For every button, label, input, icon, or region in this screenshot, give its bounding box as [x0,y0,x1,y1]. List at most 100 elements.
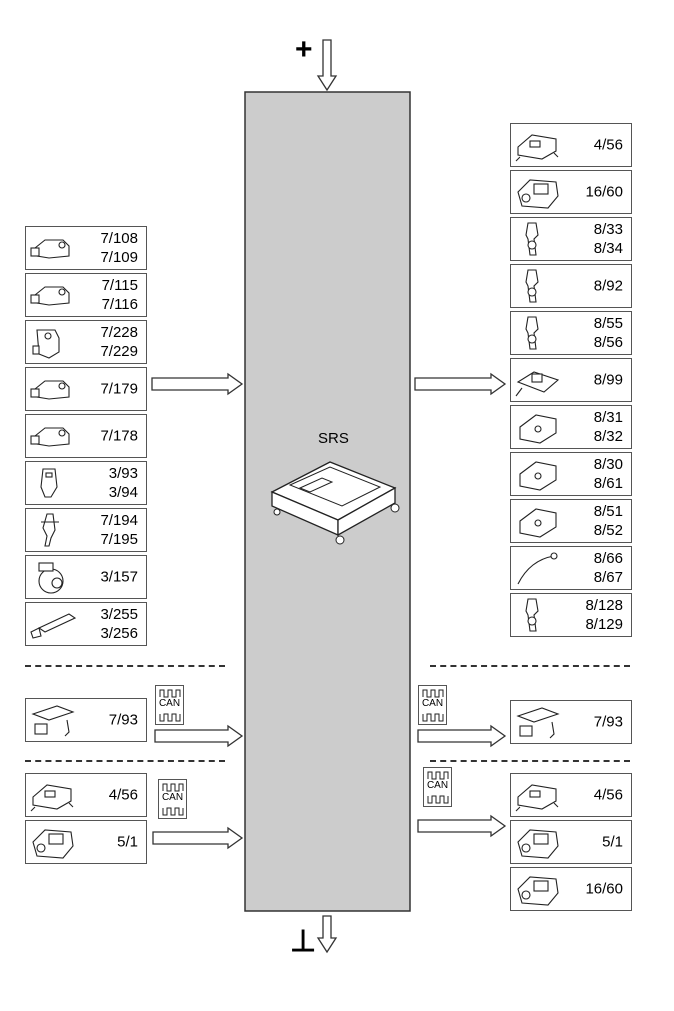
board-icon [31,705,75,737]
input-component-box: 3/157 [25,555,147,599]
ecu-icon [32,829,74,859]
component-ref-label: 3/93 3/94 [108,465,138,501]
pretensioner-icon [525,222,539,256]
can-bus-icon: CAN [423,767,452,807]
connector-strip-icon [30,613,77,639]
component-ref-label: 7/108 7/109 [100,230,138,266]
can-input-arrow-b [152,826,244,850]
sensor-icon [30,427,70,447]
component-ref-label: 8/31 8/32 [593,409,623,445]
airbag-icon [519,461,557,491]
can-output-arrow-b [417,814,507,838]
component-ref-label: 7/228 7/229 [100,324,138,360]
input-component-box: 7/115 7/116 [25,273,147,317]
component-ref-label: 16/60 [585,183,623,201]
can-label: CAN [158,698,181,709]
component-ref-label: 4/56 [593,786,623,804]
output-component-box: 8/99 [510,358,632,402]
can-signal-icon [427,771,449,804]
component-ref-label: 7/115 7/116 [101,277,138,313]
output-arrow [414,372,507,396]
input-component-box: 7/228 7/229 [25,320,147,364]
buckle-icon [40,468,58,498]
component-ref-label: 8/128 8/129 [585,597,623,633]
input-component-box: 7/108 7/109 [25,226,147,270]
input-component-box: 3/255 3/256 [25,602,147,646]
positive-supply-symbol: + [295,33,313,66]
power-supply-arrow [316,39,338,92]
board-icon [516,707,560,739]
section-divider [25,665,225,667]
output-component-box: 8/51 8/52 [510,499,632,543]
component-ref-label: 8/30 8/61 [593,456,623,492]
ecu-icon [517,179,559,209]
srs-module-icon [270,461,400,545]
can-input-box: 7/93 [25,698,147,742]
sensor-bracket-icon [32,329,60,359]
airbag-icon [519,414,557,444]
output-component-box: 8/31 8/32 [510,405,632,449]
component-ref-label: 8/99 [593,371,623,389]
cable-icon [517,552,558,585]
can-bus-icon: CAN [155,685,184,725]
sensor-icon [30,239,70,259]
can-signal-icon [162,783,184,816]
input-arrow [151,372,244,396]
can-label: CAN [426,780,449,791]
component-ref-label: 8/33 8/34 [593,221,623,257]
component-ref-label: 8/66 8/67 [593,550,623,586]
can-bus-icon: CAN [418,685,447,725]
section-divider [430,665,630,667]
can-signal-icon [422,689,444,722]
buckle-switch-icon [41,513,59,547]
component-ref-label: 8/51 8/52 [593,503,623,539]
airbag-icon [519,508,557,538]
component-ref-label: 3/157 [100,568,138,586]
pretensioner-icon [525,269,539,303]
component-ref-label: 7/194 7/195 [100,512,138,548]
input-component-box: 7/194 7/195 [25,508,147,552]
output-component-box: 8/66 8/67 [510,546,632,590]
can-input-arrow-a [154,724,244,748]
input-component-box: 7/179 [25,367,147,411]
sensor-icon [30,380,70,400]
srs-title: SRS [318,430,349,447]
can-output-box: 4/56 [510,773,632,817]
ground-arrow [316,915,338,954]
output-component-box: 4/56 [510,123,632,167]
output-component-box: 8/92 [510,264,632,308]
module-icon [30,784,74,812]
output-component-box: 16/60 [510,170,632,214]
section-divider [430,760,630,762]
component-ref-label: 5/1 [117,833,138,851]
can-output-box: 5/1 [510,820,632,864]
output-component-box: 8/128 8/129 [510,593,632,637]
input-component-box: 7/178 [25,414,147,458]
harness-icon [515,371,560,397]
output-component-box: 8/33 8/34 [510,217,632,261]
ecu-icon [517,829,559,859]
component-ref-label: 8/92 [593,277,623,295]
component-ref-label: 5/1 [602,833,623,851]
ground-symbol: ⊥ [290,925,316,958]
component-ref-label: 16/60 [585,880,623,898]
component-ref-label: 8/55 8/56 [593,315,623,351]
component-ref-label: 4/56 [108,786,138,804]
can-signal-icon [159,689,181,722]
ecu-icon [517,876,559,906]
knob-icon [38,562,64,594]
sensor-icon [30,286,70,306]
output-component-box: 8/55 8/56 [510,311,632,355]
can-output-box: 7/93 [510,700,632,744]
can-bus-icon: CAN [158,779,187,819]
can-label: CAN [421,698,444,709]
component-ref-label: 7/93 [108,711,138,729]
output-component-box: 8/30 8/61 [510,452,632,496]
component-ref-label: 7/93 [593,713,623,731]
can-output-box: 16/60 [510,867,632,911]
component-ref-label: 7/178 [100,427,138,445]
can-input-box: 5/1 [25,820,147,864]
section-divider [25,760,225,762]
can-label: CAN [161,792,184,803]
